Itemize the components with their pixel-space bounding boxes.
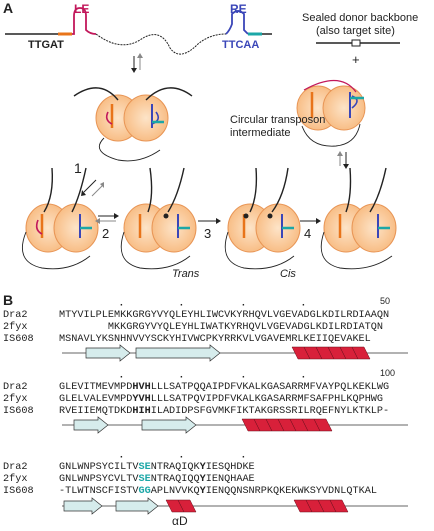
secondary-structure-track-2 (62, 416, 408, 434)
sequence-name: IS608 (3, 406, 34, 417)
equilibrium-arrow-right (337, 151, 349, 169)
step-1-label: 1 (74, 160, 82, 176)
block1-dot: · (120, 300, 124, 311)
complex-step-c (224, 167, 301, 270)
block3-dot: · (120, 452, 124, 463)
sequence-residues: MKKGRGYVYQLEYHLIWATKYRHQVLVGEVADGLKDILRD… (59, 322, 384, 333)
alignment-row: IS608-TLWTNSCFISTVGGAPLNVVKQYIENQQNSNRPK… (3, 486, 377, 497)
catalytic-residues: SE (138, 474, 151, 485)
panel-b-label: B (3, 292, 14, 308)
highlighted-residues: HVH (132, 382, 151, 393)
secondary-structure-track-3 (62, 497, 408, 515)
trans-label: Trans (172, 268, 200, 280)
sealed-donor-backbone (316, 39, 400, 47)
step-3-label: 3 (204, 226, 212, 241)
sequence-name: IS608 (3, 486, 34, 497)
highlighted-residues: HIH (132, 406, 151, 417)
sealed-backbone-sublabel: (also target site) (316, 25, 395, 37)
secondary-structure-track-1 (62, 344, 408, 362)
left-flank-sequence: TTGAT (28, 39, 64, 51)
sequence-name: IS608 (3, 334, 34, 345)
step1-arrows (81, 179, 104, 197)
sequence-name: 2fyx (3, 394, 28, 405)
complex-step-a (22, 167, 99, 270)
sequence-name: Dra2 (3, 382, 28, 393)
complex-step-d (320, 167, 397, 270)
step-arrows-row (95, 213, 321, 224)
catalytic-tyrosine: Y (199, 474, 206, 485)
complex-step-b (120, 167, 197, 270)
block1-position-number: 50 (380, 296, 391, 306)
equilibrium-arrow-top (131, 53, 143, 73)
block1-dot: · (180, 300, 184, 311)
cis-label: Cis (280, 268, 296, 280)
highlighted-residues: YVH (132, 394, 151, 405)
sequence-name: 2fyx (3, 322, 28, 333)
sequence-residues: MSNAVLYKSNHNVVYSCKYHIVWCPKYRRKVLVGAVEMRL… (59, 334, 371, 345)
block3-dot: · (242, 452, 246, 463)
block2-position-number: 100 (380, 368, 396, 378)
synaptic-complex (73, 87, 193, 162)
block2-dot: · (120, 372, 124, 383)
catalytic-tyrosine: Y (199, 462, 206, 473)
complex-row (22, 167, 397, 270)
left-end-label: LE (74, 2, 90, 16)
sequence-name: Dra2 (3, 462, 28, 473)
block2-dot: · (242, 372, 246, 383)
circular-intermediate-label: Circular transposon (230, 114, 326, 126)
block3-dot: · (180, 452, 184, 463)
right-end-label: RE (230, 2, 247, 16)
sealed-backbone-label: Sealed donor backbone (302, 12, 419, 24)
alignment-row: IS608 MSNAVLYKSNHNVVYSCKYHIVWCPKYRRKVLVGA… (3, 334, 389, 346)
alignment-block-1: Dra2 MTYVILPLEMKKGRGYVYQLEYHLIWCVKYRHQVLV… (3, 310, 389, 346)
panel-a-label: A (3, 0, 14, 16)
block2-dot: · (302, 372, 306, 383)
sequence-name: Dra2 (3, 310, 28, 321)
step-4-label: 4 (304, 226, 312, 241)
block1-dot: · (302, 300, 306, 311)
transposon-linear-diagram (5, 7, 272, 55)
block1-dot: · (242, 300, 246, 311)
catalytic-tyrosine: Y (199, 486, 206, 497)
sequence-name: 2fyx (3, 474, 28, 485)
circular-intermediate-complex (296, 79, 366, 147)
sequence-residues: MTYVILPLEMKKGRGYVYQLEYHLIWCVKYRHQVLVGEVA… (59, 310, 390, 321)
alignment-row: Dra2 MTYVILPLEMKKGRGYVYQLEYHLIWCVKYRHQVLV… (3, 310, 389, 322)
plus-sign: + (352, 52, 360, 67)
circular-intermediate-sublabel: intermediate (230, 127, 291, 139)
helix-alpha-d-label: αD (172, 514, 188, 528)
catalytic-residues: SE (138, 462, 151, 473)
block2-dot: · (180, 372, 184, 383)
alignment-row: 2fyx MKKGRGYVYQLEYHLIWATKYRHQVLVGEVADGLK… (3, 322, 389, 334)
catalytic-residues: GG (138, 486, 151, 497)
right-flank-sequence: TTCAA (222, 39, 260, 51)
step-2-label: 2 (102, 226, 110, 241)
